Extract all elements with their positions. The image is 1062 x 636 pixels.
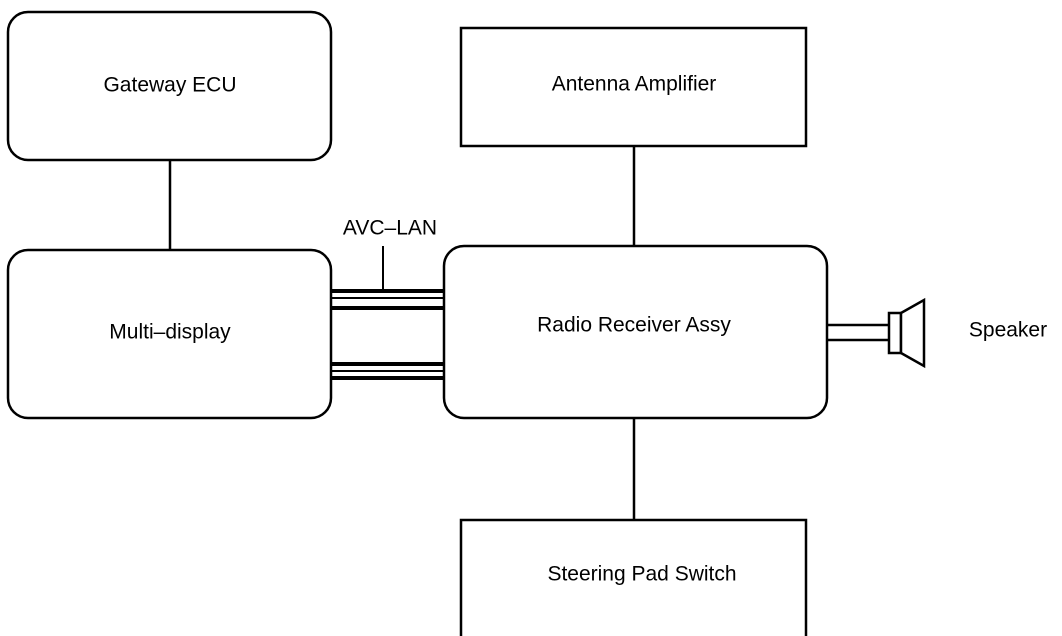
gateway-ecu-node: Gateway ECU bbox=[6, 10, 333, 162]
speaker-icon bbox=[887, 297, 926, 369]
radio-receiver-label: Radio Receiver Assy bbox=[537, 314, 731, 337]
radio-to-speaker-wire bbox=[826, 323, 889, 342]
antenna-amplifier-label: Antenna Amplifier bbox=[552, 73, 717, 96]
multi-display-label: Multi–display bbox=[109, 321, 231, 344]
radio-receiver-node: Radio Receiver Assy bbox=[442, 244, 829, 420]
avc-lan-label: AVC–LAN bbox=[343, 217, 437, 240]
steering-pad-switch-label: Steering Pad Switch bbox=[547, 563, 736, 586]
steering-pad-switch-node: Steering Pad Switch bbox=[459, 518, 808, 636]
avc-lan-bus-upper bbox=[330, 289, 446, 310]
antenna-amplifier-node: Antenna Amplifier bbox=[459, 26, 808, 148]
gateway-ecu-label: Gateway ECU bbox=[103, 74, 236, 97]
avc-lan-bus-lower bbox=[330, 362, 446, 380]
speaker-label: Speaker bbox=[969, 319, 1047, 342]
multi-display-node: Multi–display bbox=[6, 248, 333, 420]
